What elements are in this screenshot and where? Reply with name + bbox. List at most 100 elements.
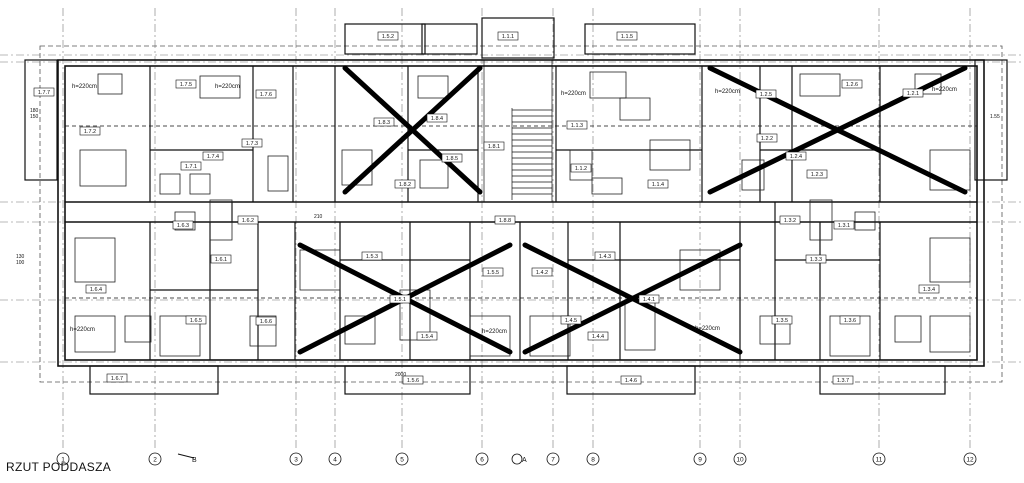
grid-axis-bubble (148, 452, 162, 466)
room-label-box (373, 117, 395, 127)
section-mark-b: B (192, 457, 197, 464)
room-label-box (531, 267, 553, 277)
furniture-item (529, 315, 571, 357)
room-label-box (755, 89, 777, 99)
furniture-item (619, 97, 651, 121)
dimension-note: 100 (16, 260, 25, 266)
room-label: 1.7.7 (38, 90, 50, 96)
dimension-note: 130 (16, 254, 25, 260)
furniture-item (914, 73, 942, 95)
height-note: h=220cm (932, 87, 957, 93)
height-note: h=220cm (695, 326, 720, 332)
room-label: 1.1.5 (621, 34, 633, 40)
section-mark-a: A (522, 457, 527, 464)
stair-well (483, 59, 553, 203)
room-label: 1.7.3 (246, 141, 258, 147)
room-label: 1.8.1 (488, 144, 500, 150)
furniture-item (79, 149, 127, 187)
grid-axis-bubble (693, 452, 707, 466)
room-label-box (426, 113, 448, 123)
drawing-title: RZUT PODDASZA (6, 460, 112, 474)
room-label-box (785, 151, 807, 161)
room-label: 1.1.3 (571, 123, 583, 129)
room-label: 1.2.3 (811, 172, 823, 178)
grid-axis-label: 8 (591, 457, 595, 464)
grid-axis-bubble (546, 452, 560, 466)
room-label: 1.7.5 (180, 82, 192, 88)
room-label-box (241, 138, 263, 148)
room-label: 1.6.6 (260, 319, 272, 325)
room-label: 1.3.4 (923, 287, 935, 293)
room-label: 1.2.5 (760, 92, 772, 98)
furniture-item (249, 315, 277, 347)
room-label: 1.5.2 (382, 34, 394, 40)
room-label: 1.8.2 (399, 182, 411, 188)
furniture-item (469, 315, 511, 357)
building-inner-outline (64, 65, 978, 361)
room-label-box (620, 375, 642, 385)
room-label: 1.6.5 (190, 318, 202, 324)
room-label: 1.7.2 (84, 129, 96, 135)
room-label-box (402, 375, 424, 385)
room-label-box (202, 151, 224, 161)
room-label-box (771, 315, 793, 325)
room-label-box (441, 153, 463, 163)
room-label: 1.7.1 (185, 164, 197, 170)
staircase (483, 59, 553, 203)
height-note: h=220cm (482, 329, 507, 335)
dimension-note: 150 (30, 114, 39, 120)
grid-lines (0, 8, 1024, 450)
room-label-box (779, 215, 801, 225)
furniture-item (159, 315, 201, 357)
balcony (24, 59, 58, 181)
room-label: 1.3.1 (838, 223, 850, 229)
furniture-item (417, 75, 449, 99)
balcony (584, 23, 696, 55)
section-bubble (511, 453, 523, 465)
room-label-box (394, 179, 416, 189)
room-label: 1.4.1 (643, 297, 655, 303)
room-label: 1.6.3 (177, 223, 189, 229)
cross-stroke (707, 65, 968, 195)
furniture-item (679, 249, 721, 291)
room-label: 1.2.2 (761, 136, 773, 142)
room-label: 1.3.7 (837, 378, 849, 384)
room-label-box (756, 133, 778, 143)
furniture-item (189, 173, 211, 195)
crossed-out-units (297, 65, 968, 355)
room-label-box (560, 315, 582, 325)
room-label-box (839, 315, 861, 325)
cross-stroke (342, 65, 483, 195)
room-label: 1.4.6 (625, 378, 637, 384)
furniture-item (894, 315, 922, 343)
room-label-box (79, 126, 101, 136)
room-label: 1.4.2 (536, 270, 548, 276)
furniture-item (159, 173, 181, 195)
furniture-item (929, 149, 971, 191)
room-label: 1.8.3 (378, 120, 390, 126)
balcony (974, 59, 1008, 181)
furniture-item (569, 149, 593, 181)
grid-axis-bubble (872, 452, 886, 466)
furniture-item (267, 155, 289, 192)
furniture-item (591, 177, 623, 195)
room-label-box (255, 316, 277, 326)
room-label: 1.4.3 (599, 254, 611, 260)
room-label: 1.7.4 (207, 154, 219, 160)
room-label-box (106, 373, 128, 383)
room-label-box (587, 331, 609, 341)
room-label: 1.7.6 (260, 92, 272, 98)
height-note: h=220cm (70, 327, 95, 333)
room-label-box (616, 31, 638, 41)
room-label: 1.6.2 (242, 218, 254, 224)
room-label: 1.5.5 (487, 270, 499, 276)
furniture-item (929, 315, 971, 353)
room-label-box (172, 220, 194, 230)
grid-axis-label: 11 (876, 457, 883, 464)
furniture-item (124, 315, 152, 343)
room-label-box (902, 88, 924, 98)
section-arrow (177, 453, 195, 459)
room-label-box (175, 79, 197, 89)
room-label: 1.2.4 (790, 154, 802, 160)
balcony (566, 365, 696, 395)
